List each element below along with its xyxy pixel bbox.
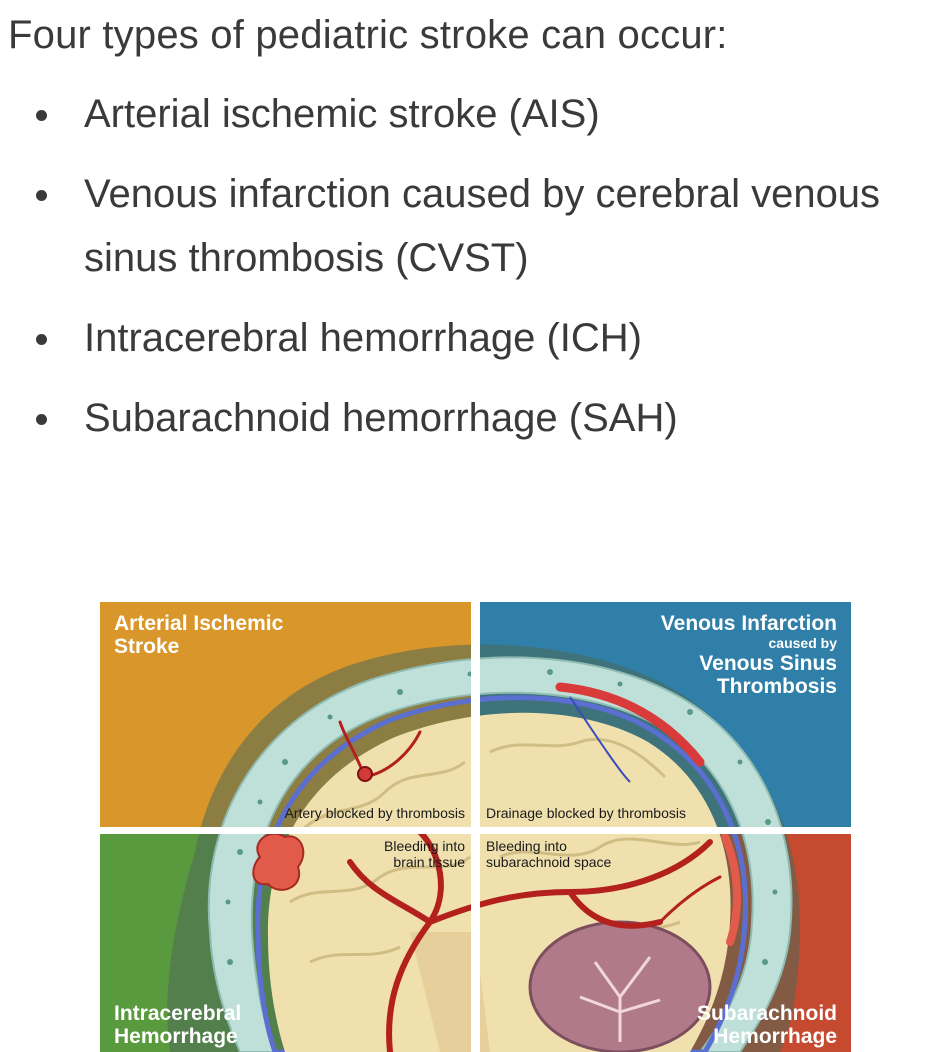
bullet-icon bbox=[36, 190, 47, 201]
skull-texture bbox=[225, 669, 778, 965]
subarachnoid-bleed bbox=[721, 833, 741, 946]
brain-illustration: Arterial Ischemic Stroke Venous Infarcti… bbox=[100, 602, 851, 1052]
ais-title-line1: Arterial Ischemic bbox=[114, 612, 284, 635]
caption-bleed-sub-2: subarachnoid space bbox=[486, 854, 612, 870]
list-item: Subarachnoid hemorrhage (SAH) bbox=[0, 386, 937, 450]
skull bbox=[207, 656, 793, 1052]
list-item-label: Subarachnoid hemorrhage (SAH) bbox=[84, 396, 678, 440]
sah-title-line2: Hemorrhage bbox=[713, 1025, 837, 1048]
list-item-label: Venous infarction caused by cerebral ven… bbox=[84, 172, 881, 280]
sah-title-line1: Subarachnoid bbox=[697, 1002, 837, 1025]
list-item-label: Intracerebral hemorrhage (ICH) bbox=[84, 316, 642, 360]
intracerebral-bleed bbox=[252, 832, 305, 891]
ich-title-line1: Intracerebral bbox=[114, 1002, 241, 1025]
arterial-thrombus-icon bbox=[357, 766, 373, 782]
stroke-types-illustration: Arterial Ischemic Stroke Venous Infarcti… bbox=[100, 602, 851, 1052]
bullet-icon bbox=[36, 414, 47, 425]
caption-drainage-blocked: Drainage blocked by thrombosis bbox=[486, 805, 686, 821]
bullet-icon bbox=[36, 334, 47, 345]
list-item-label: Arterial ischemic stroke (AIS) bbox=[84, 92, 600, 136]
venous-title-small: caused by bbox=[769, 635, 838, 651]
ich-title-line2: Hemorrhage bbox=[114, 1025, 238, 1048]
cerebellum-branches bbox=[579, 956, 661, 1042]
dura-layer bbox=[255, 695, 748, 1052]
brainstem bbox=[410, 932, 490, 1052]
list-item: Intracerebral hemorrhage (ICH) bbox=[0, 306, 937, 370]
list-item: Venous infarction caused by cerebral ven… bbox=[0, 162, 937, 290]
caption-bleed-sub-1: Bleeding into bbox=[486, 838, 567, 854]
caption-bleed-brain-1: Bleeding into bbox=[384, 838, 465, 854]
stroke-types-list: Arterial ischemic stroke (AIS) Venous in… bbox=[0, 82, 937, 466]
caption-bleed-brain-2: brain tissue bbox=[393, 854, 465, 870]
bullet-icon bbox=[36, 110, 47, 121]
horizontal-divider bbox=[100, 827, 851, 834]
caption-artery-blocked: Artery blocked by thrombosis bbox=[284, 805, 465, 821]
intro-heading: Four types of pediatric stroke can occur… bbox=[8, 13, 728, 57]
venous-title-line1: Venous Infarction bbox=[661, 612, 837, 635]
venous-sinus-thrombus bbox=[555, 682, 705, 767]
venous-title-line4: Thrombosis bbox=[717, 675, 837, 698]
venous-title-line3: Venous Sinus bbox=[699, 652, 837, 675]
list-item: Arterial ischemic stroke (AIS) bbox=[0, 82, 937, 146]
ais-title-line2: Stroke bbox=[114, 635, 179, 658]
vein bbox=[569, 696, 631, 783]
